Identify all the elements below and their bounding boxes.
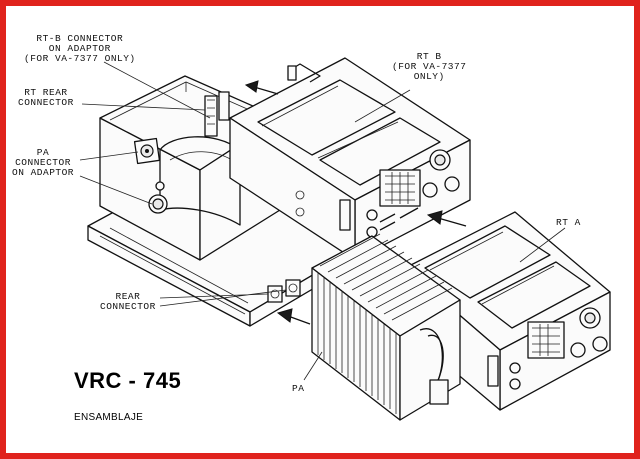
- label-rear-connector: REAR CONNECTOR: [100, 291, 156, 312]
- pa-amplifier: [311, 233, 461, 421]
- rt-a-radio: [404, 211, 611, 411]
- label-rt-b-connector: RT-B CONNECTOR ON ADAPTOR (FOR VA-7377 O…: [24, 33, 136, 64]
- label-pa: PA: [292, 383, 305, 394]
- assembly-arrows: [244, 80, 467, 325]
- leader-lines: [79, 61, 566, 381]
- diagram-subtitle: ENSAMBLAJE: [74, 412, 144, 423]
- label-rt-rear-connector: RT REAR CONNECTOR: [18, 87, 74, 108]
- label-rt-a: RT A: [556, 217, 581, 228]
- label-rt-b: RT B (FOR VA-7377 ONLY): [392, 51, 467, 82]
- rt-b-radio: [229, 57, 471, 261]
- label-pa-connector: PA CONNECTOR ON ADAPTOR: [12, 147, 75, 178]
- diagram-title: VRC - 745: [74, 368, 182, 393]
